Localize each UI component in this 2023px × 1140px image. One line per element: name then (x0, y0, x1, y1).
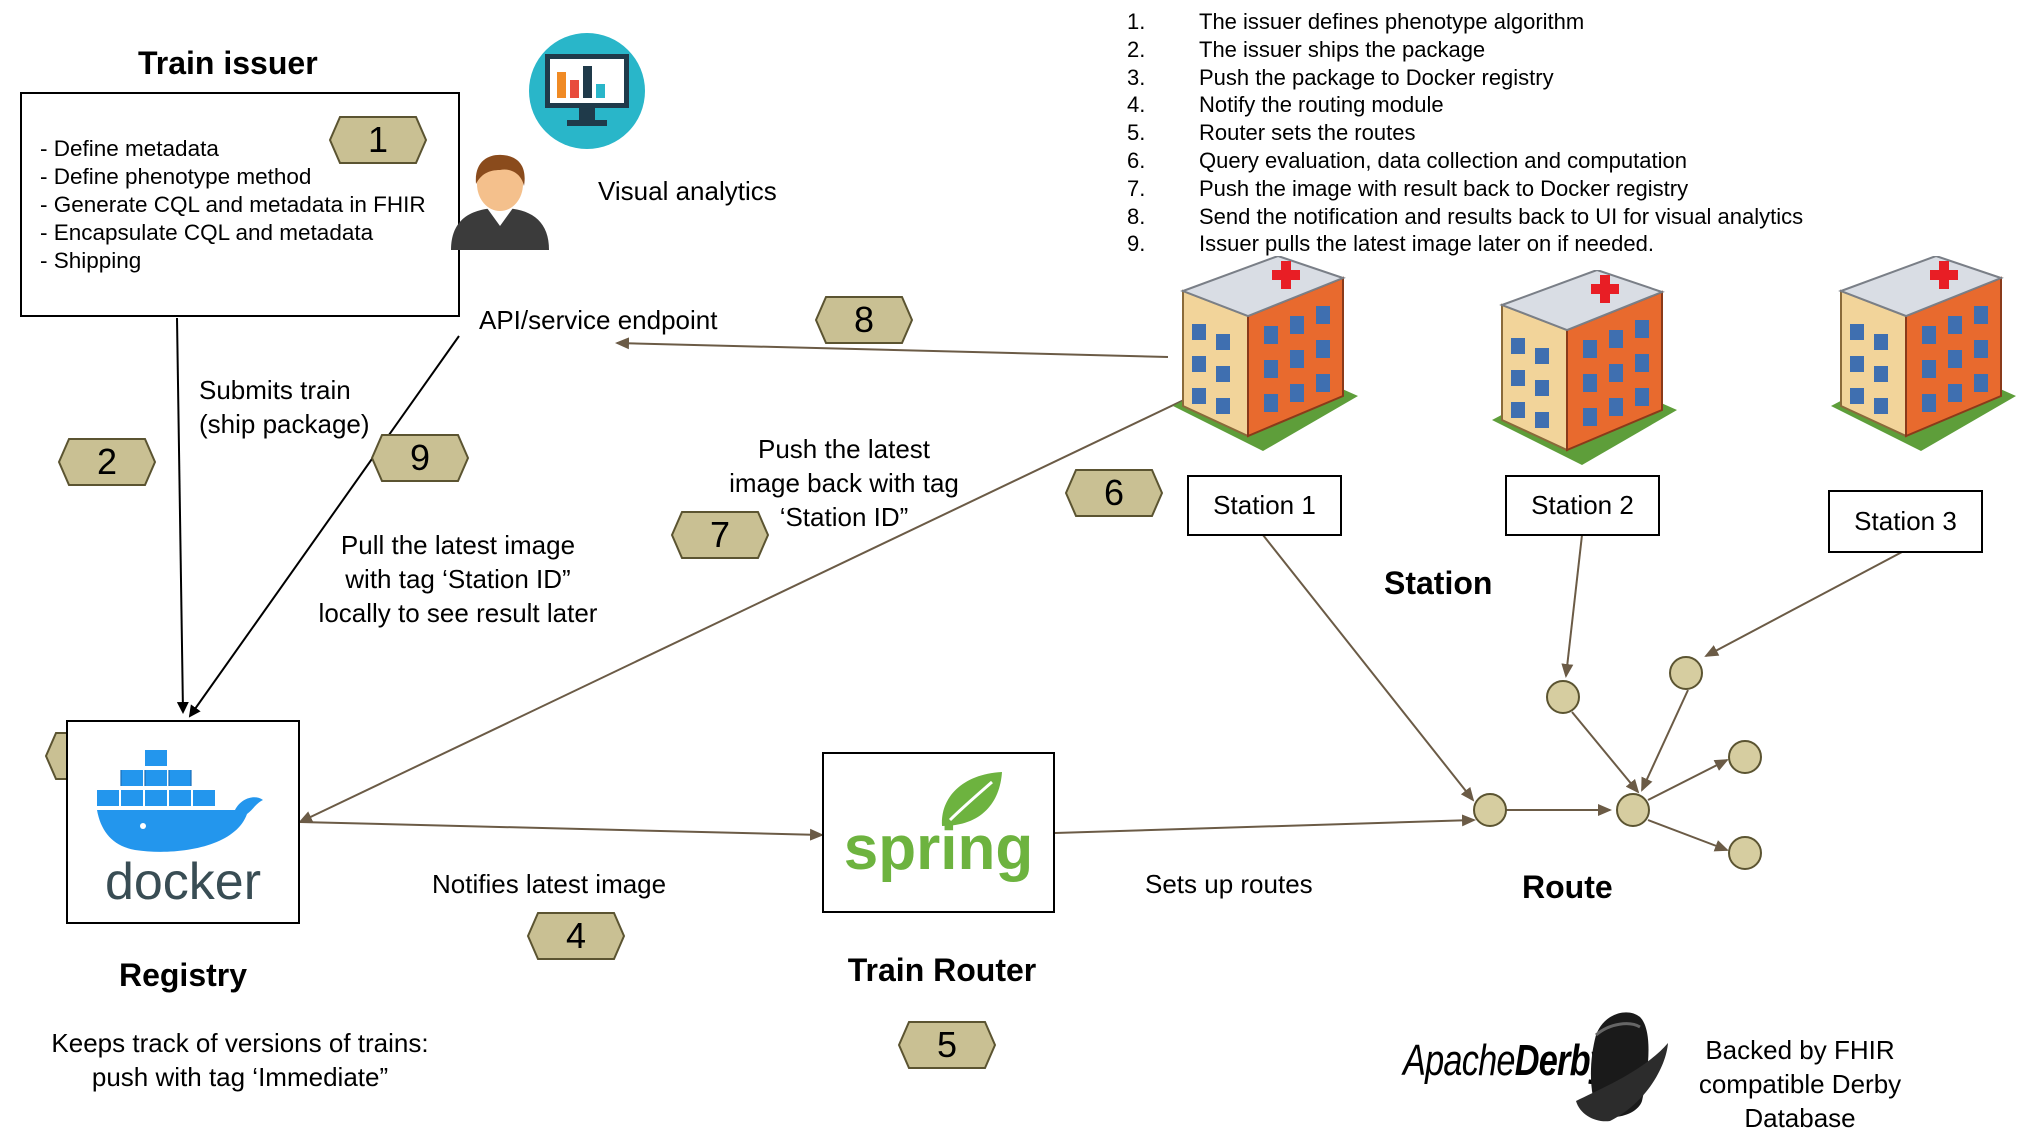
step-badge-9: 9 (370, 433, 470, 483)
task-item: - Define phenotype method (40, 164, 312, 189)
arrow-notify-router (299, 821, 824, 841)
step-badge-label: 2 (96, 441, 118, 482)
station-2-box: Station 2 (1505, 475, 1660, 536)
derby-desc-2: compatible Derby (1698, 1069, 1902, 1099)
step-number: 9. (1127, 231, 1146, 257)
derby-desc-1: Backed by FHIR (1705, 1035, 1895, 1065)
step-number: 4. (1127, 92, 1146, 118)
route-node (1728, 836, 1762, 870)
step-badge-label: 5 (936, 1024, 958, 1065)
user-avatar-icon (451, 154, 549, 250)
pull-latest-label-2: with tag ‘Station ID” (345, 564, 571, 594)
step-badge-label: 9 (409, 437, 431, 478)
sets-up-routes-label: Sets up routes (1145, 869, 1313, 899)
route-node (1616, 793, 1650, 827)
step-badge-6: 6 (1064, 468, 1164, 518)
arrow-push-to-registry (298, 397, 1189, 823)
station-1-box: Station 1 (1187, 475, 1342, 536)
step-badge-2: 2 (57, 437, 157, 487)
step-badge-7: 7 (670, 510, 770, 560)
task-item: - Encapsulate CQL and metadata (40, 220, 374, 245)
station-title: Station (1384, 565, 1493, 601)
hospital-building-icon (1492, 270, 1677, 465)
step-number: 5. (1127, 120, 1146, 146)
arrow-station2-route (1561, 534, 1583, 678)
route-node (1728, 740, 1762, 774)
registry-desc-1: Keeps track of versions of trains: (51, 1028, 429, 1058)
hospital-building-icon (1173, 256, 1358, 451)
step-badge-label: 1 (367, 119, 389, 160)
step-text: The issuer ships the package (1199, 36, 1486, 62)
visual-analytics-monitor-icon (529, 33, 645, 149)
step-badge-4: 4 (526, 911, 626, 961)
arrow-results-to-ui (615, 337, 1169, 358)
arrow-station3-route (1704, 551, 1903, 657)
train-router-box (822, 752, 1055, 913)
spring-logo-text: spring (843, 814, 1034, 883)
train-issuer-title: Train issuer (138, 45, 318, 81)
arrow-pull-latest (188, 335, 460, 718)
route-title: Route (1522, 869, 1613, 905)
train-router-title: Train Router (847, 952, 1037, 988)
step-text: Send the notification and results back t… (1199, 203, 1804, 229)
apache-word: Apache (1403, 1036, 1516, 1085)
step-text: Notify the routing module (1199, 92, 1444, 118)
step-number: 3. (1127, 64, 1146, 90)
step-badge-label: 8 (853, 299, 875, 340)
route-node (1546, 680, 1580, 714)
step-number: 1. (1127, 9, 1146, 34)
route-edge (1571, 711, 1640, 794)
visual-analytics-label: Visual analytics (598, 176, 777, 206)
api-endpoint-label: API/service endpoint (479, 305, 718, 335)
step-number: 8. (1127, 203, 1146, 229)
station-3-box: Station 3 (1828, 490, 1983, 553)
hospital-building-icon (1831, 256, 2016, 451)
arrow-submit-train (176, 317, 189, 714)
notifies-latest-image-label: Notifies latest image (432, 869, 667, 899)
step-badge-label: 7 (709, 514, 731, 555)
derby-hat-icon (1576, 1012, 1668, 1122)
step-badge-5: 5 (897, 1020, 997, 1070)
step-text: Push the package to Docker registry (1199, 64, 1554, 90)
registry-title: Registry (118, 957, 248, 993)
push-latest-label-2: image back with tag (729, 468, 959, 498)
step-text: Query evaluation, data collection and co… (1199, 147, 1687, 173)
route-edge (1647, 819, 1729, 852)
step-number: 2. (1127, 36, 1146, 62)
arrow-router-to-route (1054, 814, 1476, 834)
step-badge-label: 4 (565, 915, 587, 956)
step-badge-8: 8 (814, 295, 914, 345)
route-edge (1641, 689, 1689, 792)
pull-latest-label-3: locally to see result later (318, 598, 598, 628)
route-node (1473, 793, 1507, 827)
step-text: The issuer defines phenotype algorithm (1199, 9, 1585, 34)
spring-leaf-icon (941, 772, 1002, 826)
docker-whale-icon (97, 750, 263, 852)
step-text: Issuer pulls the latest image later on i… (1199, 231, 1654, 257)
derby-desc-3: Database (1744, 1103, 1856, 1133)
pull-latest-label-1: Pull the latest image (340, 530, 576, 560)
push-latest-label-3: ‘Station ID” (779, 502, 909, 532)
step-number: 6. (1127, 147, 1146, 173)
route-node (1669, 656, 1703, 690)
registry-desc-2: push with tag ‘Immediate” (91, 1062, 389, 1092)
step-number: 7. (1127, 175, 1146, 201)
route-edge (1647, 759, 1729, 801)
task-item: - Generate CQL and metadata in FHIR (40, 192, 426, 217)
task-item: - Define metadata (40, 136, 219, 161)
submits-train-label-2: (ship package) (199, 409, 370, 439)
submits-train-label-1: Submits train (199, 375, 351, 405)
task-item: - Shipping (40, 248, 142, 273)
step-text: Push the image with result back to Docke… (1199, 175, 1689, 201)
step-badge-label: 6 (1103, 472, 1125, 513)
push-latest-label-1: Push the latest (758, 434, 930, 464)
step-text: Router sets the routes (1199, 120, 1416, 146)
arrow-station1-route (1262, 534, 1475, 802)
docker-logo-text: docker (104, 853, 262, 911)
step-badge-1: 1 (328, 115, 428, 165)
train-issuer-task-list: - Define metadata - Define phenotype met… (40, 135, 426, 275)
